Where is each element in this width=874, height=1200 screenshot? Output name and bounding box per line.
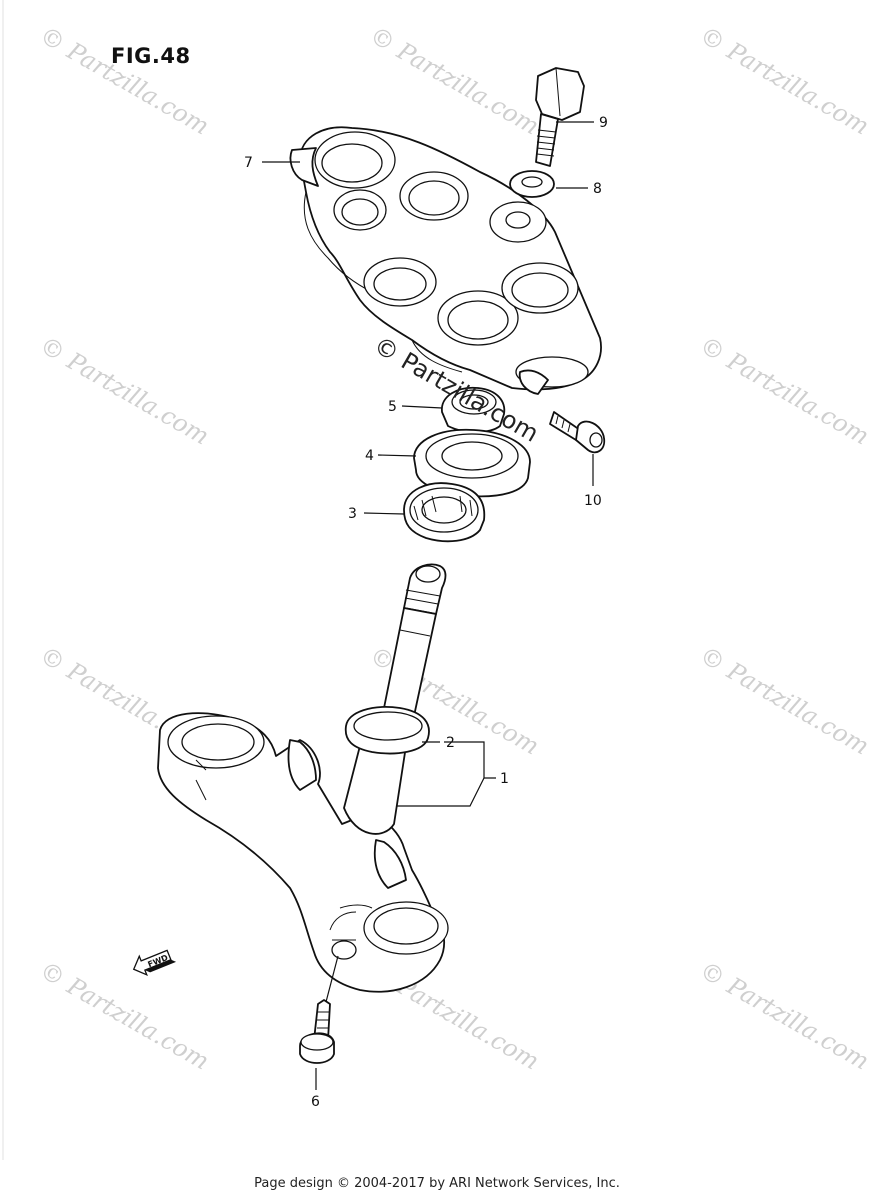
callout-4: 4	[365, 448, 374, 464]
callout-3: 3	[348, 506, 357, 522]
stem-nut-part-5[interactable]	[441, 386, 506, 433]
watermark: © Partzilla.com	[35, 956, 214, 1075]
leader-line-5	[401, 405, 443, 409]
callout-6: 6	[311, 1094, 320, 1110]
leader-line-3	[363, 512, 405, 515]
fwd-arrow-icon: FWD	[132, 949, 177, 977]
watermark: © Partzilla.com	[35, 21, 214, 140]
lower-bracket[interactable]	[157, 706, 449, 993]
leader-line-1	[444, 741, 496, 779]
footer-copyright: Page design © 2004-2017 by ARI Network S…	[254, 1176, 620, 1191]
callout-2: 2	[446, 735, 455, 751]
callout-9: 9	[599, 115, 608, 131]
callout-5: 5	[388, 399, 397, 415]
watermark: © Partzilla.com	[695, 21, 874, 140]
watermark: © Partzilla.com	[365, 21, 544, 140]
figure-title: FIG.48	[111, 44, 191, 68]
bolt-part-6[interactable]	[299, 999, 335, 1064]
callout-7: 7	[244, 155, 253, 171]
leader-line-1b	[396, 777, 485, 807]
callout-10: 10	[584, 493, 602, 509]
watermark: © Partzilla.com	[35, 331, 214, 450]
bolt-part-9[interactable]	[535, 67, 585, 167]
callout-8: 8	[593, 181, 602, 197]
leader-lines	[262, 121, 594, 1090]
leader-line-4	[377, 454, 417, 457]
callout-1: 1	[500, 771, 509, 787]
watermark: © Partzilla.com	[695, 331, 874, 450]
watermark: © Partzilla.com	[695, 956, 874, 1075]
socket-bolt-part-10[interactable]	[549, 411, 606, 454]
watermark: © Partzilla.com	[695, 641, 874, 760]
upper-bracket-part-7[interactable]	[289, 126, 602, 395]
dust-seal-part-4[interactable]	[413, 428, 531, 498]
bearing-part-3[interactable]	[403, 482, 486, 543]
washer-part-8[interactable]	[509, 170, 555, 198]
leader-line-6-upper	[325, 955, 339, 1003]
